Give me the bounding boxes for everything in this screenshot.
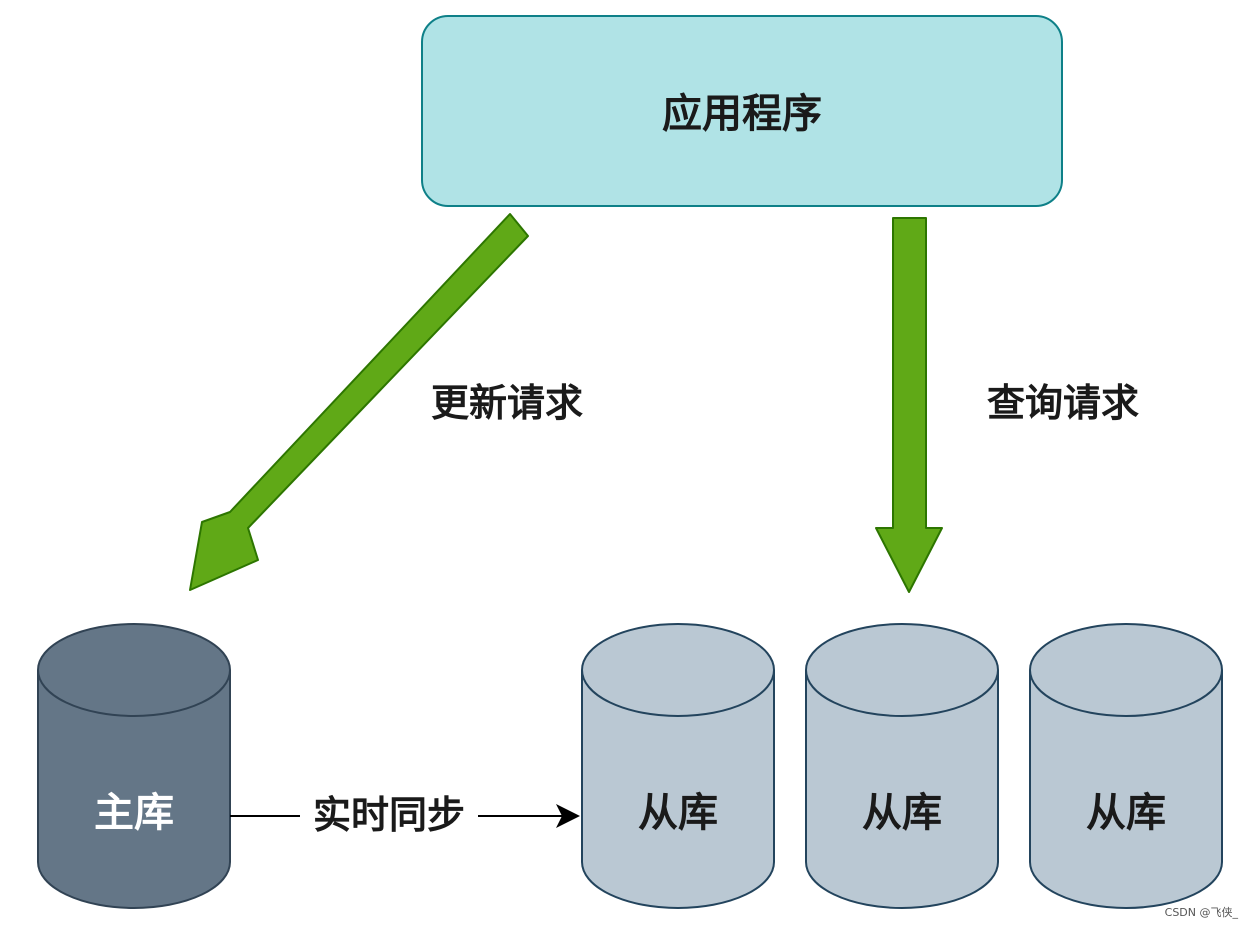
slave-db-top	[581, 623, 775, 717]
app-label: 应用程序	[662, 91, 822, 137]
slave-db: 从库	[581, 623, 775, 909]
master-db-top	[37, 623, 231, 717]
master-db: 主库	[37, 623, 231, 909]
query-arrow: 查询请求	[875, 217, 1139, 593]
slave-db-body	[581, 670, 775, 909]
slave-db-top	[805, 623, 999, 717]
slave-db-top	[1029, 623, 1223, 717]
query-arrow-shape	[875, 217, 943, 593]
slave-db-label: 从库	[638, 790, 718, 836]
slave-db-label: 从库	[862, 790, 942, 836]
sync-connector: 实时同步	[230, 793, 580, 837]
app-box	[421, 15, 1063, 207]
slave-db-body	[1029, 670, 1223, 909]
app-node: 应用程序	[421, 15, 1063, 207]
update-arrow-shape	[189, 213, 529, 591]
query-arrow-label: 查询请求	[987, 381, 1139, 425]
sync-arrowhead	[556, 804, 580, 828]
update-arrow-label: 更新请求	[431, 381, 583, 425]
master-db-body	[37, 670, 231, 909]
slave-db: 从库	[805, 623, 999, 909]
slave-db: 从库	[1029, 623, 1223, 909]
update-arrow: 更新请求	[189, 213, 583, 591]
sync-label: 实时同步	[313, 793, 465, 837]
watermark: CSDN @飞侠_	[1164, 906, 1238, 919]
master-db-label: 主库	[94, 790, 174, 836]
slave-db-body	[805, 670, 999, 909]
slave-db-label: 从库	[1086, 790, 1166, 836]
